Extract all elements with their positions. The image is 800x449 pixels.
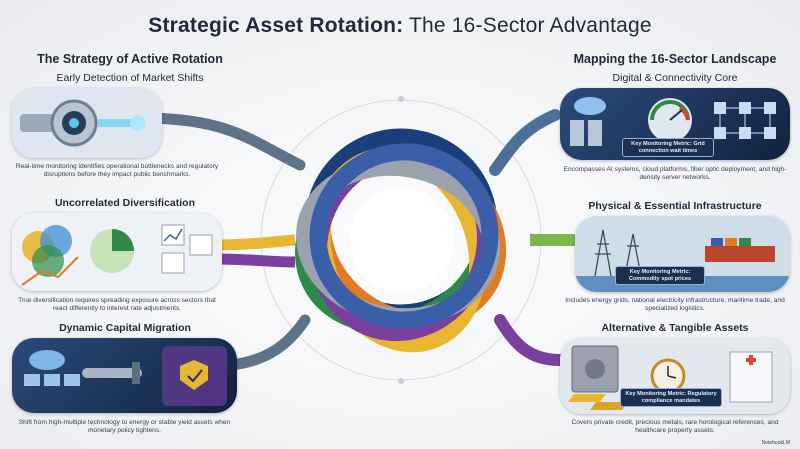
connector-right-bottom <box>494 314 566 366</box>
right-section-3-body: Covers private credit, precious metals, … <box>571 419 779 434</box>
right-heading: Mapping the 16-Sector Landscape <box>573 52 777 66</box>
left-section-2-body: True diversification requires spreading … <box>18 297 216 312</box>
right-subheading: Digital & Connectivity Core <box>612 72 738 84</box>
connector-left-mid-gold <box>214 234 296 251</box>
migration-illustration <box>24 346 227 406</box>
left-heading: The Strategy of Active Rotation <box>37 52 223 66</box>
panel-alternative-assets: Key Monitoring Metric: Regulatory compli… <box>560 338 790 414</box>
ring-dot-top <box>398 96 404 102</box>
left-section-2-title: Uncorrelated Diversification <box>54 197 196 209</box>
panel-capital-migration <box>12 338 237 413</box>
metric-card-infrastructure: Key Monitoring Metric: Commodity spot pr… <box>615 266 705 285</box>
metric-card-digital: Key Monitoring Metric: Grid connection w… <box>622 138 714 157</box>
right-section-2-body: Includes energy grids, national electric… <box>565 297 785 312</box>
knot-center <box>350 188 454 292</box>
right-section-3-title: Alternative & Tangible Assets <box>601 322 749 334</box>
panel-early-detection <box>12 88 162 158</box>
right-section-2-title: Physical & Essential Infrastructure <box>588 200 762 212</box>
connector-left-top <box>144 112 306 171</box>
panel-infrastructure: Key Monitoring Metric: Commodity spot pr… <box>575 216 790 292</box>
woven-knot <box>295 128 507 353</box>
venn-chart-illustration <box>12 213 222 291</box>
panel-digital-core: Key Monitoring Metric: Grid connection w… <box>560 88 790 160</box>
datacenter-illustration <box>570 97 776 146</box>
lens-illustration <box>12 88 162 158</box>
right-section-1-body: Encompasses AI systems, cloud platforms,… <box>563 166 787 181</box>
connector-left-mid-purple <box>214 253 296 268</box>
metric-card-alternative: Key Monitoring Metric: Regulatory compli… <box>620 388 722 407</box>
ring-dot-bottom <box>398 378 404 384</box>
footer-credit: NotebookLM <box>761 440 790 446</box>
connector-right-top <box>489 109 561 176</box>
page-title: Strategic Asset Rotation: The 16-Sector … <box>148 14 652 37</box>
left-section-1-body: Real-time monitoring identifies operatio… <box>15 163 219 178</box>
ribbon-blue <box>309 143 499 329</box>
left-section-3-body: Shift from high-multiple technology to e… <box>18 419 231 434</box>
panel-diversification <box>12 213 222 291</box>
left-section-3-title: Dynamic Capital Migration <box>59 322 191 334</box>
left-subheading: Early Detection of Market Shifts <box>56 72 204 84</box>
connector-left-bottom <box>224 314 311 371</box>
